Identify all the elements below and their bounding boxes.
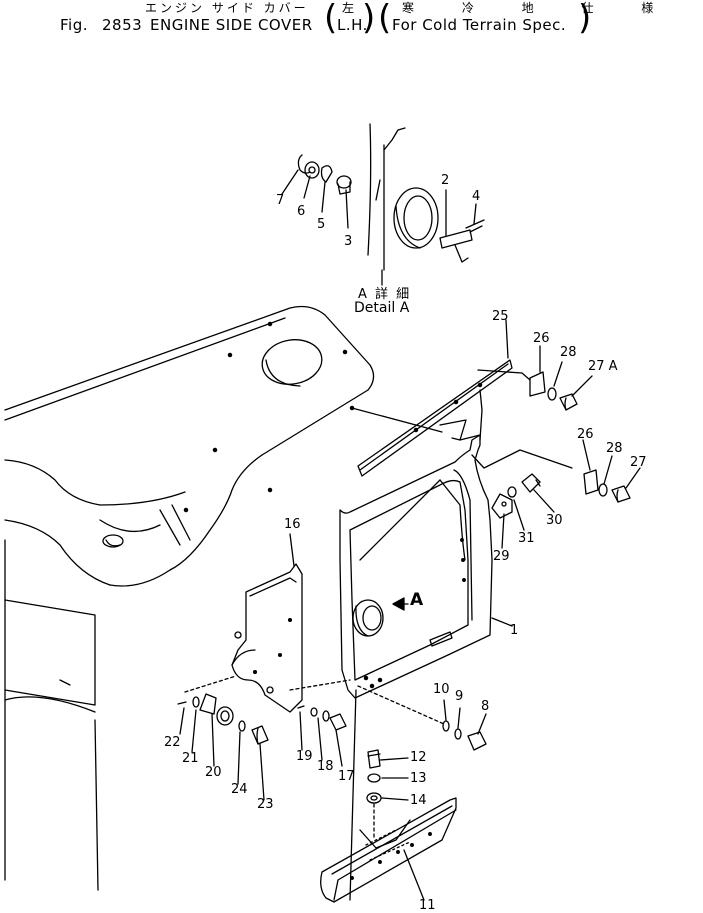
callout-7: 7: [276, 193, 285, 208]
callout-14: 14: [410, 793, 427, 808]
callout-27a: 27 A: [588, 359, 618, 374]
detail-a-pointer: A: [410, 590, 424, 610]
paren-open-spec: (: [378, 0, 392, 38]
detail-a-drawing: [282, 124, 484, 285]
callout-3: 3: [344, 234, 353, 249]
callout-2: 2: [441, 173, 450, 188]
callout-20: 20: [205, 765, 222, 780]
bottom-cover: [321, 798, 456, 902]
callout-30: 30: [546, 513, 563, 528]
callout-5: 5: [317, 217, 326, 232]
callout-18: 18: [317, 759, 334, 774]
upper-strip: [358, 360, 512, 476]
side-english: L.H.: [337, 16, 368, 34]
callout-23: 23: [257, 797, 274, 812]
callout-8: 8: [481, 699, 490, 714]
figure-number: 2853: [102, 16, 143, 34]
title-japanese: エンジン サイド カバー: [145, 1, 309, 15]
side-cover-panel: [340, 435, 492, 698]
callout-24: 24: [231, 782, 248, 797]
callout-26-upper: 26: [533, 331, 550, 346]
engine-hood-body: [5, 307, 374, 890]
callout-26-lower: 26: [577, 427, 594, 442]
callout-21: 21: [182, 751, 199, 766]
bottom-hardware: [350, 686, 486, 900]
callout-28-lower: 28: [606, 441, 623, 456]
paren-open-side: (: [324, 0, 338, 38]
callout-19: 19: [296, 749, 313, 764]
title-english: ENGINE SIDE COVER: [150, 16, 313, 34]
left-panel: [178, 534, 350, 800]
callout-12: 12: [410, 750, 427, 765]
callout-27: 27: [630, 455, 647, 470]
spec-japanese: 寒 冷 地 仕 様: [402, 1, 676, 15]
paren-close-spec: ): [578, 0, 592, 38]
callout-17: 17: [338, 769, 355, 784]
detail-a-english: Detail A: [354, 300, 410, 316]
callout-1: 1: [510, 623, 519, 638]
callout-31: 31: [518, 531, 535, 546]
detail-a-japanese: A 詳 細: [358, 287, 412, 302]
spec-english: For Cold Terrain Spec.: [392, 16, 567, 34]
callout-6: 6: [297, 204, 306, 219]
callout-9: 9: [455, 689, 464, 704]
callout-11: 11: [419, 898, 436, 913]
side-japanese: 左: [342, 1, 358, 15]
right-hardware: [492, 320, 640, 626]
figure-prefix: Fig.: [60, 16, 88, 34]
callout-13: 13: [410, 771, 427, 786]
callout-22: 22: [164, 735, 181, 750]
callout-25: 25: [492, 309, 509, 324]
callout-10: 10: [433, 682, 450, 697]
callout-4: 4: [472, 189, 481, 204]
callout-28-upper: 28: [560, 345, 577, 360]
assembly-lines: [352, 370, 572, 468]
callout-29: 29: [493, 549, 510, 564]
paren-close-side: ): [362, 0, 376, 38]
callout-16: 16: [284, 517, 301, 532]
